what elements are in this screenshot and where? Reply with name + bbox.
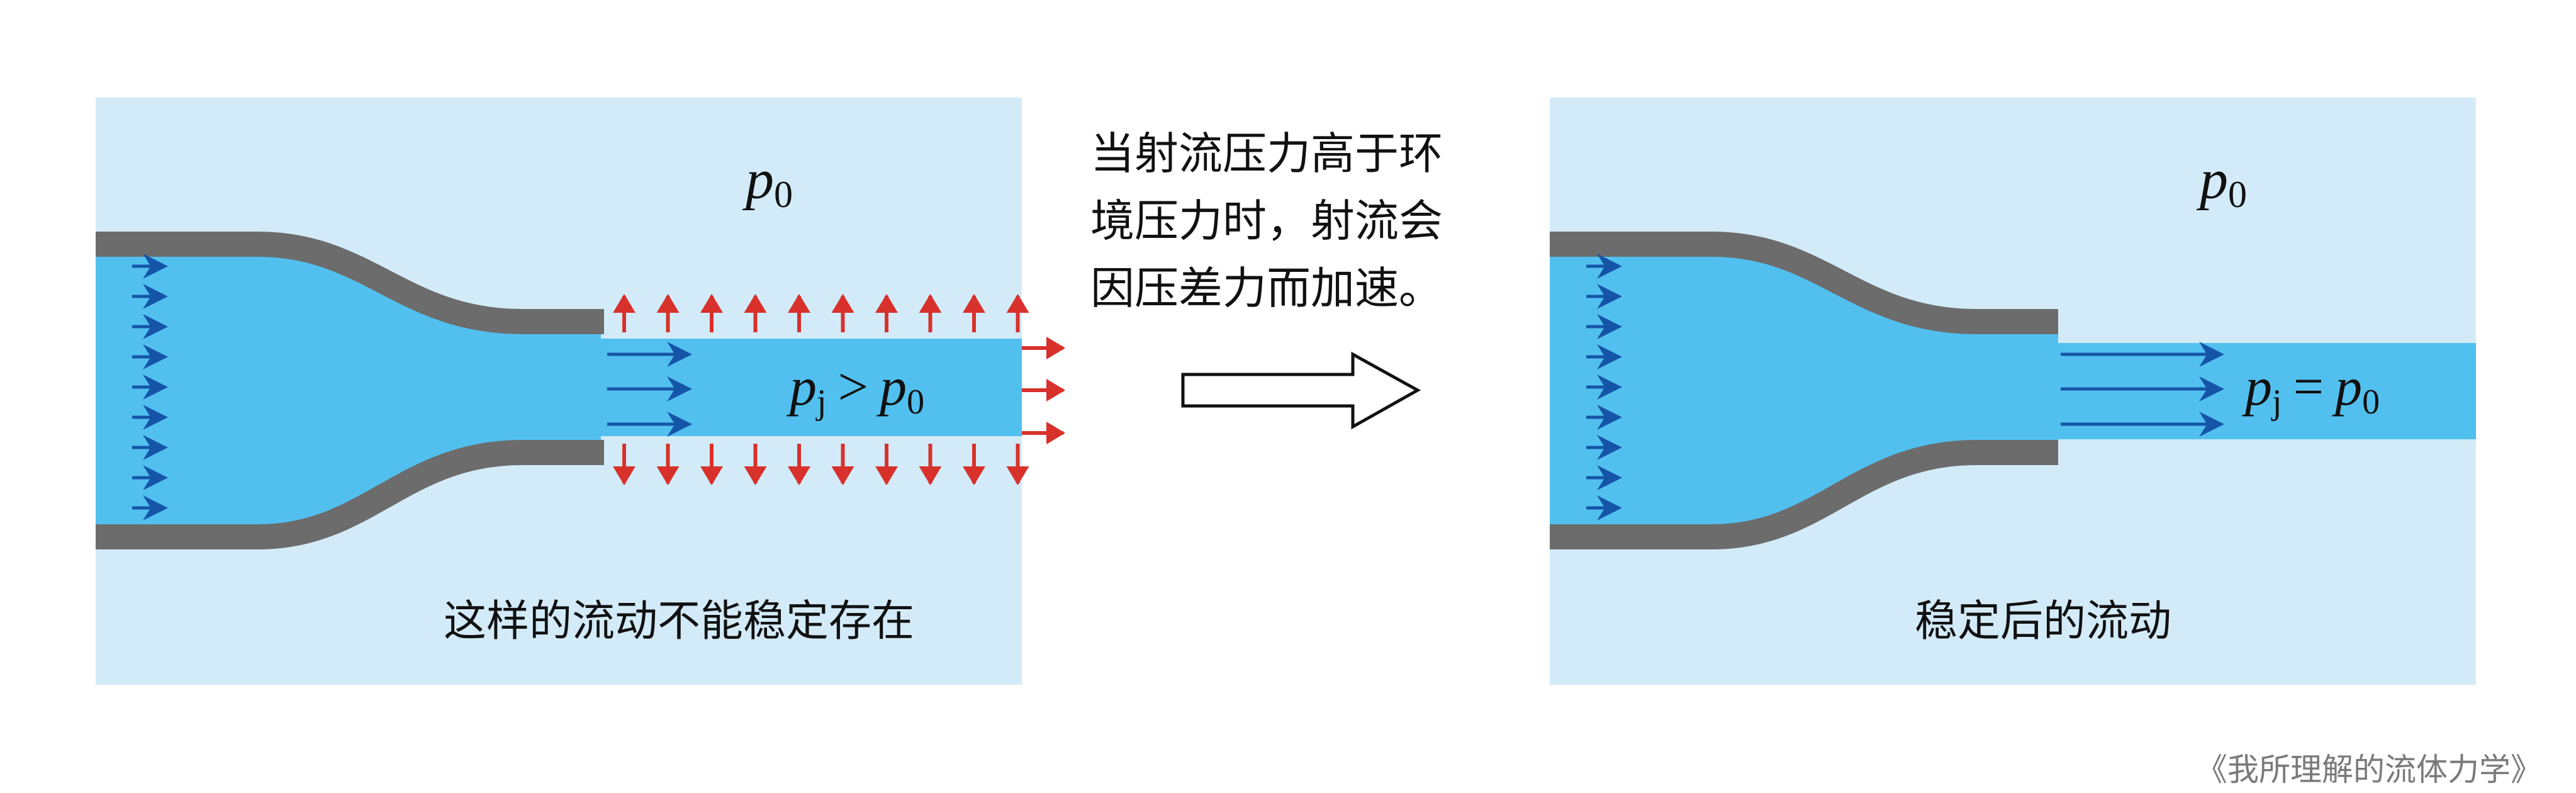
right-nozzle-fluid [1550, 256, 2476, 526]
right-nozzle-wall-top [1550, 232, 2058, 334]
left-panel-caption: 这样的流动不能稳定存在 [444, 597, 914, 646]
left-pressure-arrows [613, 294, 1065, 485]
explanation-line-3: 因压差力而加速。 [1090, 262, 1443, 314]
left-panel: p0 pj>p0 这样的流动不能稳定存在 [96, 98, 1065, 685]
source-credit: 《我所理解的流体力学》 [2196, 751, 2542, 788]
left-jet-pressure-relation: pj>p0 [786, 356, 924, 422]
left-inlet-flow-arrows [132, 254, 168, 520]
left-nozzle-wall-bottom [96, 440, 604, 549]
explanation-line-2: 境压力时，射流会 [1090, 195, 1443, 247]
right-inlet-flow-arrows [1586, 254, 1622, 520]
right-jet-flow-arrows [2061, 342, 2224, 437]
explanation: 当射流压力高于环 境压力时，射流会 因压差力而加速。 [1090, 128, 1443, 430]
left-nozzle-wall-top [96, 232, 604, 334]
right-nozzle-wall-bottom [1550, 440, 2058, 549]
left-ambient-pressure-label: p0 [742, 149, 793, 215]
right-panel: p0 pj=p0 稳定后的流动 [1550, 98, 2476, 685]
left-nozzle-fluid-main [96, 256, 1022, 526]
transition-arrow-icon [1181, 351, 1421, 430]
right-panel-caption: 稳定后的流动 [1915, 597, 2171, 646]
right-jet-pressure-relation: pj=p0 [2241, 356, 2380, 422]
explanation-line-1: 当射流压力高于环 [1090, 128, 1443, 179]
right-ambient-pressure-label: p0 [2196, 149, 2247, 215]
left-jet-flow-arrows [607, 342, 692, 437]
